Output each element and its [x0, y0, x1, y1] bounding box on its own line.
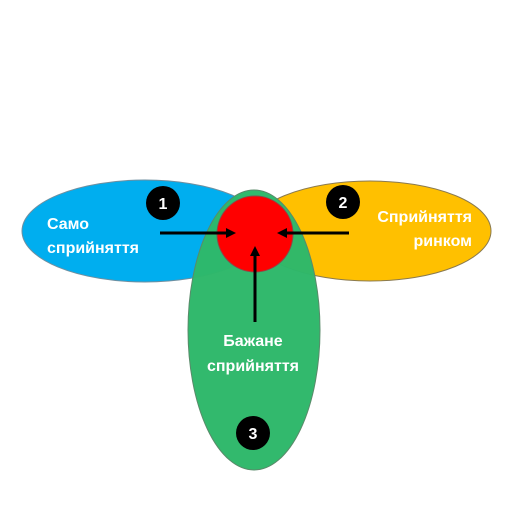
badge-3-number: 3 [249, 426, 258, 443]
label-desired-line-2: сприйняття [207, 358, 299, 375]
label-self-line-1: Само [47, 216, 89, 233]
label-desired-line-1: Бажане [223, 333, 283, 350]
label-market-line-1: Сприйняття [377, 209, 472, 226]
label-market-line-2: ринком [414, 233, 472, 250]
badge-1: 1 [146, 186, 180, 220]
label-self-line-2: сприйняття [47, 240, 139, 257]
ellipse-desired-perception [187, 189, 321, 471]
badge-3: 3 [236, 416, 270, 450]
badge-2: 2 [326, 185, 360, 219]
badge-1-number: 1 [159, 196, 168, 213]
badge-2-number: 2 [339, 195, 348, 212]
